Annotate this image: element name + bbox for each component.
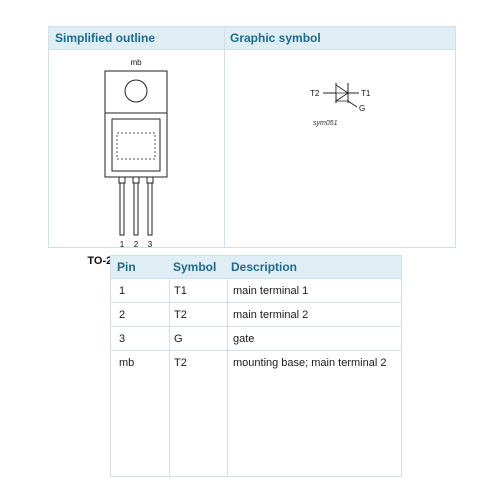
lead-2 (133, 182, 139, 236)
outline-symbol-table: Simplified outline Graphic symbol mb 1 2… (48, 26, 456, 267)
simplified-outline-header: Simplified outline (55, 31, 156, 45)
pin-cell: mb (119, 357, 135, 369)
lead-2-shoulder (132, 176, 140, 184)
pin-cell: 1 (119, 285, 126, 297)
pin-2-label: 2 (134, 240, 139, 247)
table-row: 1 T1 main terminal 1 (111, 279, 401, 303)
pin-table: Pin Symbol Description 1 T1 main termina… (110, 255, 402, 477)
graphic-symbol-header: Graphic symbol (230, 31, 321, 45)
description-cell: main terminal 1 (233, 285, 309, 297)
triac-triangle-upper (335, 84, 350, 94)
graphic-symbol: T2 T1 G sym051 (225, 49, 455, 247)
description-header: Description (231, 260, 298, 274)
table-row: 3 G gate (111, 327, 401, 351)
table-row: 2 T2 main terminal 2 (111, 303, 401, 327)
package-inner-outline (111, 118, 161, 172)
mb-label: mb (130, 58, 142, 67)
pin-3-label: 3 (148, 240, 153, 247)
symbol-header: Symbol (173, 260, 217, 274)
symbol-cell: T2 (174, 357, 187, 369)
triac-symbol-drawing: T2 T1 G sym051 (310, 83, 371, 127)
symbol-ref-label: sym051 (313, 120, 338, 127)
outline-symbol-header-row: Simplified outline Graphic symbol (49, 27, 455, 50)
column-divider (224, 27, 225, 247)
description-cell: mounting base; main terminal 2 (233, 357, 387, 369)
lead-1-shoulder (118, 176, 126, 184)
package-body (104, 112, 168, 178)
symbol-cell: T1 (174, 285, 187, 297)
pin-header: Pin (117, 260, 136, 274)
to220-package-drawing: mb 1 2 3 (104, 58, 168, 247)
symbol-cell: T2 (174, 309, 187, 321)
pin-column-divider (169, 256, 170, 476)
lead-1 (119, 182, 125, 236)
table-row: mb T2 mounting base; main terminal 2 (111, 351, 401, 477)
symbol-cell: G (174, 333, 183, 345)
description-cell: main terminal 2 (233, 309, 309, 321)
lead-3 (147, 182, 153, 236)
mounting-hole (124, 79, 148, 103)
t2-label: T2 (310, 89, 320, 98)
pin-table-header-row: Pin Symbol Description (111, 256, 401, 279)
pin-1-label: 1 (120, 240, 125, 247)
gate-lead (347, 100, 358, 108)
pin-cell: 3 (119, 333, 126, 345)
symbol-column-divider (227, 256, 228, 476)
pin-cell: 2 (119, 309, 126, 321)
triac-triangle-lower (334, 92, 349, 102)
t1-label: T1 (361, 89, 371, 98)
package-outline: mb 1 2 3 TO-220AB (SOT78) (49, 49, 224, 267)
lead-3-shoulder (146, 176, 154, 184)
description-cell: gate (233, 333, 255, 345)
g-label: G (359, 104, 365, 113)
